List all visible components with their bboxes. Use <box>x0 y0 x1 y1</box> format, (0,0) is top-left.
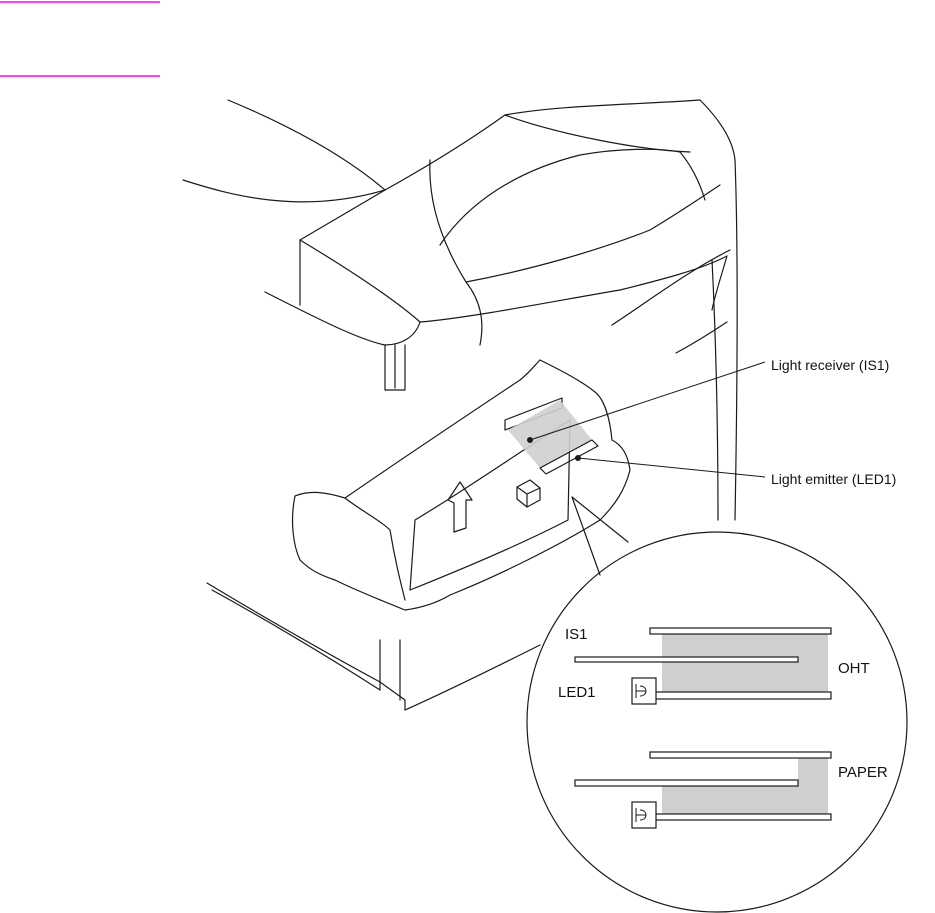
detail-circle <box>526 531 908 913</box>
is1-label: IS1 <box>565 626 588 643</box>
detail-magnifier: IS1 LED1 OHT PAPER <box>526 496 908 913</box>
paper-tray <box>291 359 631 611</box>
paper-light-beam <box>798 756 828 814</box>
light-emitter-label: Light emitter (LED1) <box>771 471 896 487</box>
emitter-leader <box>577 457 766 478</box>
paper-emitter-bar <box>649 813 832 821</box>
oht-sheet <box>574 656 799 663</box>
light-receiver-label: Light receiver (IS1) <box>771 357 889 373</box>
oht-receiver-bar <box>649 627 832 635</box>
oht-label: OHT <box>838 660 870 677</box>
paper-blocked-beam <box>662 786 800 814</box>
led1-label: LED1 <box>558 684 596 701</box>
paper-receiver-bar <box>649 751 832 759</box>
receiver-leader <box>529 361 766 441</box>
paper-label: PAPER <box>838 764 888 781</box>
callout-leaders <box>527 361 766 478</box>
oht-light-beam <box>662 634 828 692</box>
printer-illustration <box>182 99 738 711</box>
receiver-dot <box>527 437 533 443</box>
emitter-dot <box>575 455 581 461</box>
oht-emitter-bar <box>649 691 832 700</box>
paper-sheet <box>574 779 799 787</box>
